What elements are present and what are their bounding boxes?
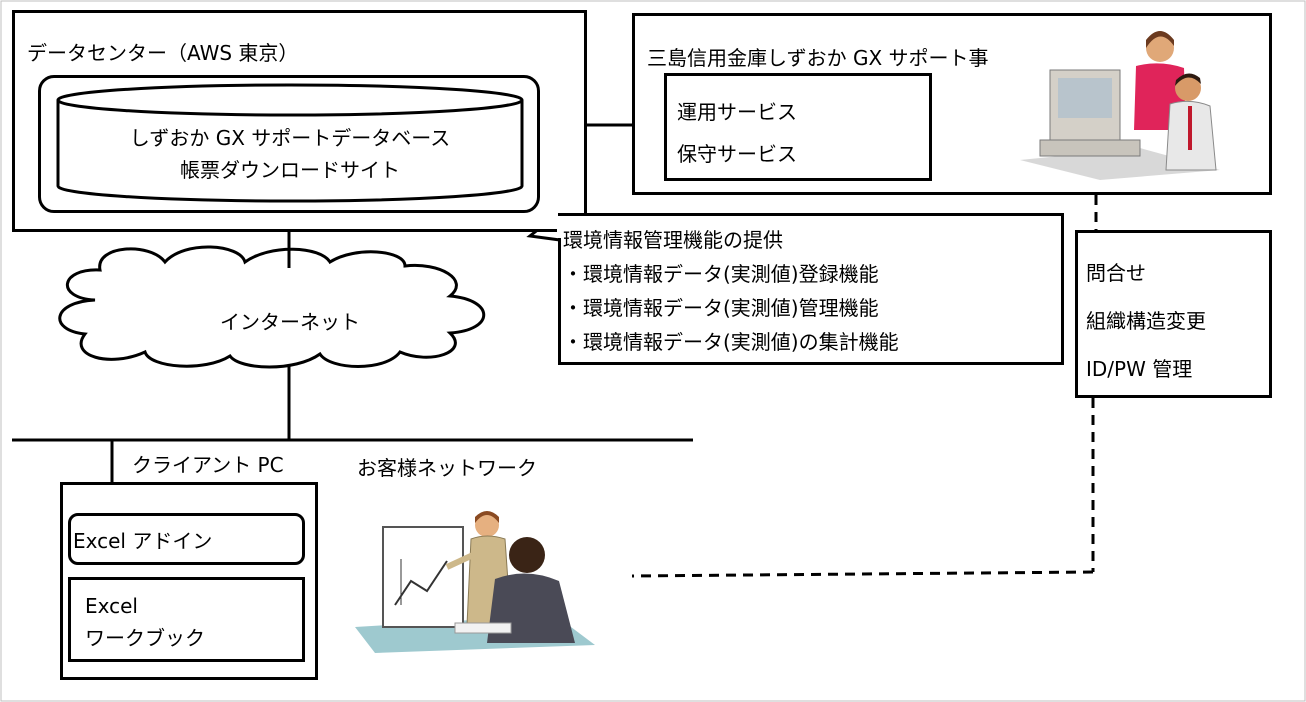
inquiry-item-id-pw: ID/PW 管理 <box>1086 357 1193 381</box>
callout-tail-joint <box>557 216 563 238</box>
features-callout: 環境情報管理機能の提供 ・環境情報データ(実測値)登録機能 ・環境情報データ(実… <box>558 213 1064 365</box>
database-cylinder-icon <box>56 83 524 203</box>
support-desk-title: 三島信用金庫しずおか GX サポート事 <box>647 46 989 70</box>
client-pc-label: クライアント PC <box>132 453 284 477</box>
excel-addin-label: Excel アドイン <box>73 529 213 553</box>
internet-cloud <box>58 245 485 369</box>
callout-item-aggregate: ・環境情報データ(実測値)の集計機能 <box>563 330 899 354</box>
excel-workbook-box: Excel ワークブック <box>68 577 305 662</box>
services-box: 運用サービス 保守サービス <box>664 73 932 181</box>
datacenter-title: データセンター（AWS 東京） <box>27 41 299 65</box>
callout-item-manage: ・環境情報データ(実測値)管理機能 <box>563 296 879 320</box>
service-operation: 運用サービス <box>677 100 797 124</box>
inquiry-item-org-change: 組織構造変更 <box>1086 309 1206 333</box>
callout-item-register: ・環境情報データ(実測値)登録機能 <box>563 262 879 286</box>
inquiry-box: 問合せ 組織構造変更 ID/PW 管理 <box>1075 230 1272 398</box>
dashed-to-customer <box>631 570 1094 578</box>
presentation-illustration <box>355 511 595 653</box>
customer-network-label: お客様ネットワーク <box>357 456 537 480</box>
inquiry-item-contact: 問合せ <box>1086 261 1146 285</box>
database-name: しずおか GX サポートデータベース <box>129 126 451 150</box>
service-maintenance: 保守サービス <box>677 142 797 166</box>
excel-workbook-label-2: ワークブック <box>85 626 205 650</box>
excel-workbook-label-1: Excel <box>85 594 138 618</box>
callout-title: 環境情報管理機能の提供 <box>563 228 783 252</box>
internet-label: インターネット <box>220 310 360 334</box>
office-staff-illustration <box>1020 31 1220 180</box>
download-site-name: 帳票ダウンロードサイト <box>180 158 400 182</box>
excel-addin-box: Excel アドイン <box>68 513 305 565</box>
